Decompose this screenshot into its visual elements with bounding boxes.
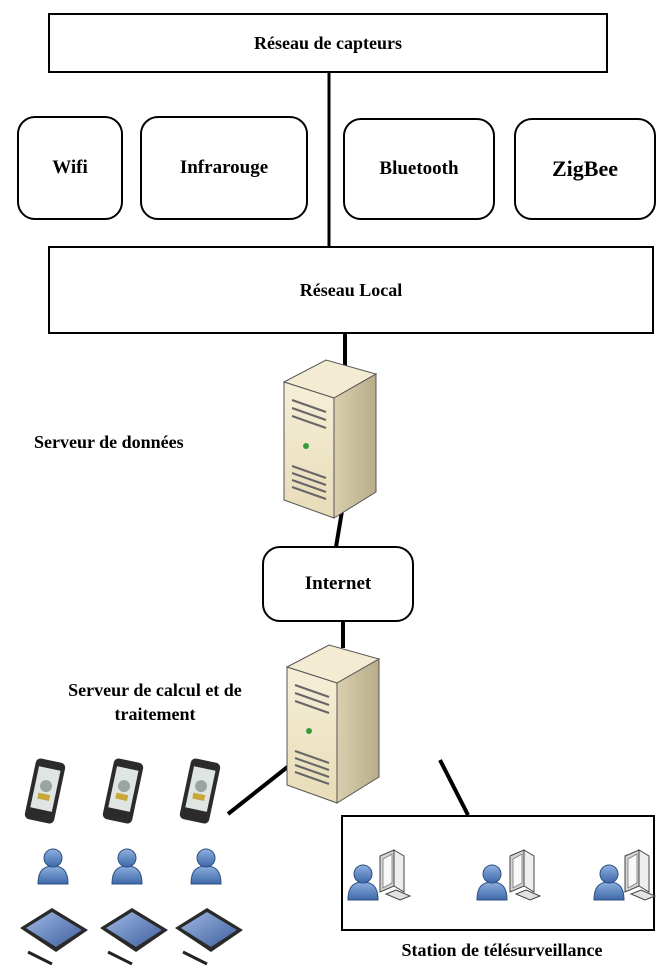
protocol-label-zigbee: ZigBee xyxy=(552,156,618,181)
link-compute-to-mobiles xyxy=(226,763,292,816)
protocol-box-wifi: Wifi xyxy=(17,116,123,220)
tablet-icon xyxy=(173,906,245,966)
smartphone-icon xyxy=(23,757,67,825)
protocol-label-bluetooth: Bluetooth xyxy=(379,158,459,179)
sensor-network-label: Réseau de capteurs xyxy=(254,32,402,53)
internet-label: Internet xyxy=(304,573,372,594)
data-server-icon xyxy=(283,359,377,519)
local-network-box: Réseau Local xyxy=(48,246,654,334)
protocol-label-wifi: Wifi xyxy=(52,157,88,178)
protocol-box-infrarouge: Infrarouge xyxy=(140,116,308,220)
internet-box: Internet xyxy=(262,546,414,622)
protocol-box-zigbee: ZigBee xyxy=(514,118,656,220)
smartphone-icon xyxy=(178,757,222,825)
user-icon xyxy=(111,848,143,885)
link-compute-to-station xyxy=(438,759,470,816)
tablet-icon xyxy=(98,906,170,966)
protocol-box-bluetooth: Bluetooth xyxy=(343,118,495,220)
protocol-label-infrarouge: Infrarouge xyxy=(179,157,269,178)
local-network-label: Réseau Local xyxy=(299,279,403,300)
user-icon xyxy=(190,848,222,885)
compute-server-icon xyxy=(286,644,380,804)
user-icon xyxy=(37,848,69,885)
data-server-label: Serveur de données xyxy=(34,432,184,452)
tablet-icon xyxy=(18,906,90,966)
compute-server-label: Serveur de calcul et de traitement xyxy=(68,680,242,724)
monitoring-station-label: Station de télésurveillance xyxy=(401,940,603,960)
smartphone-icon xyxy=(101,757,145,825)
sensor-network-box: Réseau de capteurs xyxy=(48,13,608,73)
